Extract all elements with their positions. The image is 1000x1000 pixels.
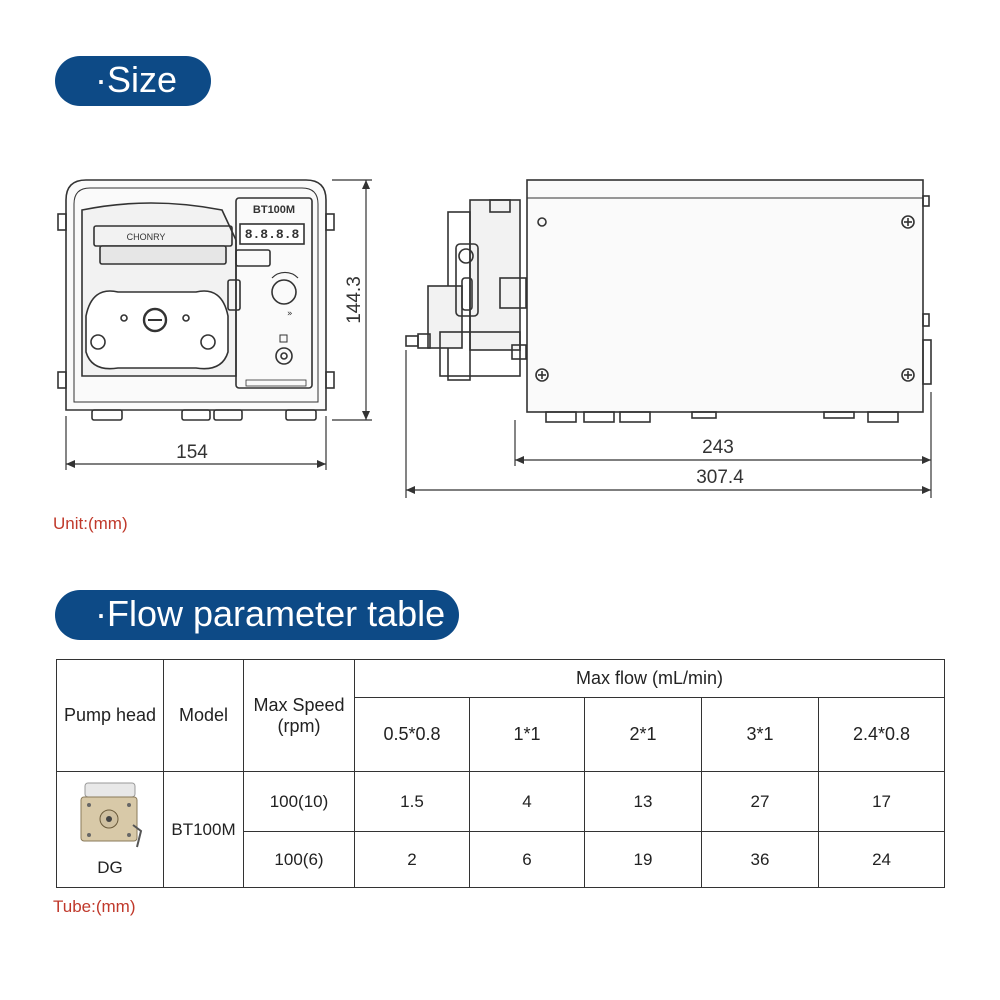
head-brand-label: CHONRY <box>127 232 166 242</box>
flow-cell: 19 <box>584 831 702 888</box>
tube-size-3: 3*1 <box>701 697 819 772</box>
table-row: 100(6) 2 6 19 36 24 <box>57 831 946 888</box>
table-header-row: Pump head Model Max Speed (rpm) Max flow… <box>56 659 946 772</box>
pump-head-name: DG <box>97 858 123 877</box>
pump-head-image <box>80 782 143 848</box>
tube-note: Tube:(mm) <box>53 897 136 916</box>
speed-cell: 100(10) <box>243 771 355 832</box>
front-height-value: 144.3 <box>344 276 365 324</box>
header-pump-head: Pump head <box>56 659 164 772</box>
flow-cell: 17 <box>817 771 946 832</box>
total-length-value: 307.4 <box>696 467 744 488</box>
speed-cell: 100(6) <box>243 831 355 888</box>
header-max-flow: Max flow (mL/min) <box>353 659 946 698</box>
flow-cell: 36 <box>701 831 819 888</box>
model-cell: BT100M <box>163 771 244 888</box>
fast-forward-icon: » <box>287 309 293 319</box>
flow-cell: 2 <box>354 831 470 888</box>
tube-size-2: 2*1 <box>584 697 702 772</box>
flow-cell: 13 <box>584 771 702 832</box>
flow-cell: 6 <box>469 831 585 888</box>
header-max-speed-unit: (rpm) <box>277 715 321 736</box>
pump-head-cell: DG <box>56 771 164 888</box>
front-width-value: 154 <box>176 442 208 463</box>
dimension-drawing: BT100M 8.8.8.8 CHONRY » 154 144.3 <box>57 179 932 498</box>
tube-size-0: 0.5*0.8 <box>354 697 470 772</box>
tube-size-1: 1*1 <box>469 697 585 772</box>
table-row: DG BT100M 100(10) 1.5 4 13 27 17 <box>56 771 946 888</box>
tube-size-4: 2.4*0.8 <box>817 697 946 772</box>
section-title-flow: ·Flow parameter table <box>55 590 459 640</box>
side-dimension-lines <box>405 350 932 498</box>
flow-cell: 4 <box>469 771 585 832</box>
panel-model-label: BT100M <box>253 204 295 216</box>
side-view <box>405 179 932 423</box>
header-model: Model <box>163 659 244 772</box>
panel-display: 8.8.8.8 <box>245 227 300 242</box>
body-length-value: 243 <box>702 437 734 458</box>
flow-parameter-table: Pump head Model Max Speed (rpm) Max flow… <box>56 659 946 888</box>
flow-cell: 1.5 <box>354 771 470 832</box>
front-dimension-lines <box>65 179 372 470</box>
header-max-speed: Max Speed (rpm) <box>243 659 355 772</box>
unit-note: Unit:(mm) <box>53 514 128 533</box>
section-title-size: ·Size <box>55 56 211 106</box>
flow-cell: 27 <box>701 771 819 832</box>
tube-size-row: 0.5*0.8 1*1 2*1 3*1 2.4*0.8 <box>57 697 946 772</box>
front-view <box>57 179 335 421</box>
flow-cell: 24 <box>817 831 946 888</box>
header-max-speed-label: Max Speed <box>253 694 345 715</box>
